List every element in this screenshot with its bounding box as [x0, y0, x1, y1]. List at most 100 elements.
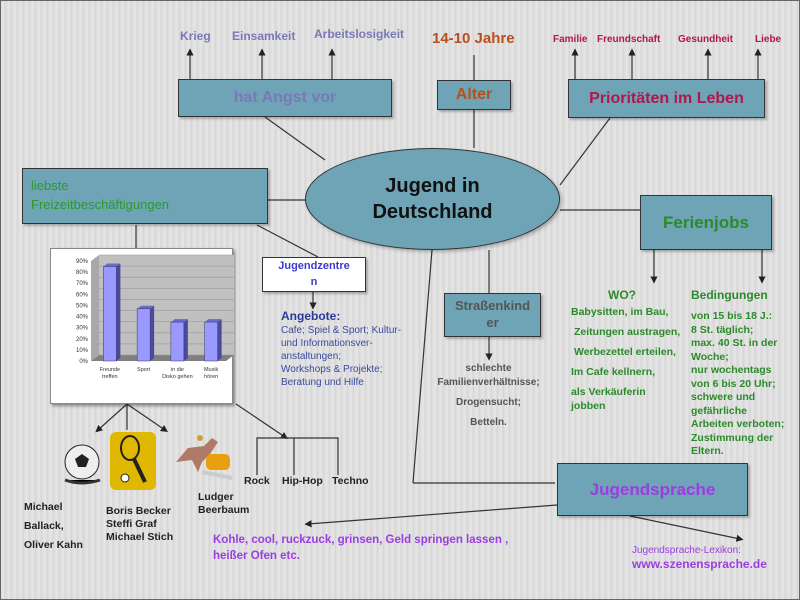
center-title-2: Deutschland: [372, 201, 493, 223]
chart-bar-top: [137, 305, 155, 309]
strassenkinder-reasons: schlechte Familienverhältnisse; Drogensu…: [426, 362, 551, 430]
music-techno: Techno: [332, 475, 369, 487]
freizeit-label-1: liebste: [31, 178, 69, 194]
chart-xtick-label: Sport: [137, 367, 151, 373]
chart-bar: [170, 321, 185, 362]
angebote-line: Beratung und Hilfe: [281, 377, 364, 388]
bedingung-line: schwere und: [691, 391, 756, 403]
bedingung-line: Zustimmung der: [691, 431, 774, 444]
music-hiphop: Hip-Hop: [282, 475, 323, 487]
angebote-title: Angebote:: [281, 309, 341, 323]
angst-item-arbeitslosigkeit: Arbeitslosigkeit: [314, 27, 405, 41]
bedingung-line: von 15 bis 18 J.:: [691, 310, 773, 322]
examples-line: Kohle, cool, ruckzuck, grinsen, Geld spr…: [213, 534, 509, 546]
bedingung-line: gefährliche: [691, 404, 748, 417]
chart-ytick-label: 20%: [76, 337, 89, 343]
chart-ytick-label: 40%: [76, 315, 89, 321]
prio-item-gesundheit: Gesundheit: [678, 34, 734, 45]
player-name: Michael Stich: [106, 531, 174, 543]
tennis-racket-icon: [110, 432, 156, 490]
examples-line: heißer Ofen etc.: [213, 550, 300, 562]
alter-box: Alter: [437, 80, 511, 110]
bedingung-line: von 6 bis 20 Uhr;: [691, 377, 776, 390]
alter-value: 14-10 Jahre: [432, 30, 515, 47]
wo-item: Werbezettel erteilen,: [574, 346, 676, 358]
freizeit-label-2: Freizeitbeschäftigungen: [31, 197, 170, 212]
chart-bar-top: [204, 319, 222, 323]
angst-box: hat Angst vor: [178, 79, 392, 117]
wo-item: als Verkäuferin jobben: [571, 386, 646, 412]
center-ellipse: Jugend in Deutschland: [305, 148, 560, 250]
ferienjobs-box: Ferienjobs: [640, 195, 772, 250]
chart-ytick-label: 30%: [76, 326, 89, 332]
player-name: Oliver Kahn: [24, 539, 83, 551]
chart-bar-top: [170, 319, 188, 323]
chart-floor: [91, 355, 234, 361]
prioritaeten-label: Prioritäten im Leben: [589, 89, 744, 107]
jugendsprache-label: Jugendsprache: [589, 479, 716, 499]
reason-line: schlechte: [465, 363, 512, 374]
player-name: Ludger: [198, 491, 234, 503]
player-name: Beerbaum: [198, 504, 250, 516]
wo-title: WO?: [608, 288, 636, 302]
lexikon-url[interactable]: www.szenensprache.de: [632, 557, 767, 571]
bedingung-line: Woche;: [691, 350, 729, 363]
prioritaeten-box: Prioritäten im Leben: [568, 79, 765, 118]
reason-line: Familienverhältnisse;: [437, 377, 540, 388]
chart-bar-side: [183, 319, 188, 361]
jugendsprache-box: Jugendsprache: [557, 463, 748, 516]
chart-ytick-label: 80%: [76, 270, 89, 276]
angebote-line: Cafe; Spiel & Sport; Kultur-: [281, 325, 402, 336]
bedingung-line: nur wochentags: [691, 364, 772, 376]
angst-item-krieg: Krieg: [180, 29, 211, 43]
bedingung-line: Eltern.: [691, 445, 724, 457]
player-name: Michael: [24, 501, 63, 513]
player-name: Ballack,: [24, 520, 64, 532]
chart-ytick-label: 10%: [76, 348, 89, 354]
jugendsprache-examples: Kohle, cool, ruckzuck, grinsen, Geld spr…: [213, 532, 508, 564]
football-players: Michael Ballack, Oliver Kahn: [24, 498, 83, 555]
reason-line: Betteln.: [470, 417, 507, 428]
tennis-players: Boris Becker Steffi Graf Michael Stich: [106, 505, 173, 544]
prio-item-familie: Familie: [553, 34, 588, 45]
player-name: Boris Becker: [106, 505, 171, 517]
chart-bar-side: [116, 263, 121, 361]
chart-bar: [136, 308, 151, 362]
center-title-1: Jugend in: [385, 175, 480, 197]
wo-item: Babysitten, im Bau,: [571, 306, 669, 318]
chart-side-wall: [91, 255, 99, 361]
chart-ytick-label: 90%: [76, 259, 89, 265]
chart-bar-top: [103, 263, 121, 267]
wo-list: Babysitten, im Bau, Zeitungen austragen,…: [571, 305, 681, 413]
bedingung-line: 8 St. täglich;: [691, 323, 754, 336]
ferienjobs-label: Ferienjobs: [663, 212, 749, 232]
bedingungen-list: von 15 bis 18 J.:8 St. täglich;max. 40 S…: [691, 310, 784, 459]
reason-line: Drogensucht;: [456, 397, 521, 408]
wo-item: Zeitungen austragen,: [574, 326, 681, 338]
chart-ytick-label: 0%: [79, 359, 88, 365]
jugendzentren-label-1: Jugendzentre: [278, 260, 350, 273]
strassenkinder-label-2: er: [486, 315, 499, 330]
prio-item-freundschaft: Freundschaft: [597, 34, 661, 45]
angebote-line: und Informationsver-: [281, 338, 373, 349]
angst-label: hat Angst vor: [233, 89, 337, 106]
chart-ytick-label: 70%: [76, 281, 89, 287]
alter-label: Alter: [455, 86, 493, 103]
bedingung-line: max. 40 St. in der: [691, 337, 778, 349]
chart-bar: [204, 321, 218, 362]
chart-ytick-label: 60%: [76, 292, 89, 298]
rider-name: Ludger Beerbaum: [198, 491, 249, 517]
wo-item: Im Cafe kellnern,: [571, 366, 656, 378]
chart-bar-side: [217, 319, 222, 361]
prio-item-liebe: Liebe: [755, 34, 782, 45]
lexikon-label: Jugendsprache-Lexikon:: [632, 545, 741, 556]
bedingungen-title: Bedingungen: [691, 288, 768, 302]
